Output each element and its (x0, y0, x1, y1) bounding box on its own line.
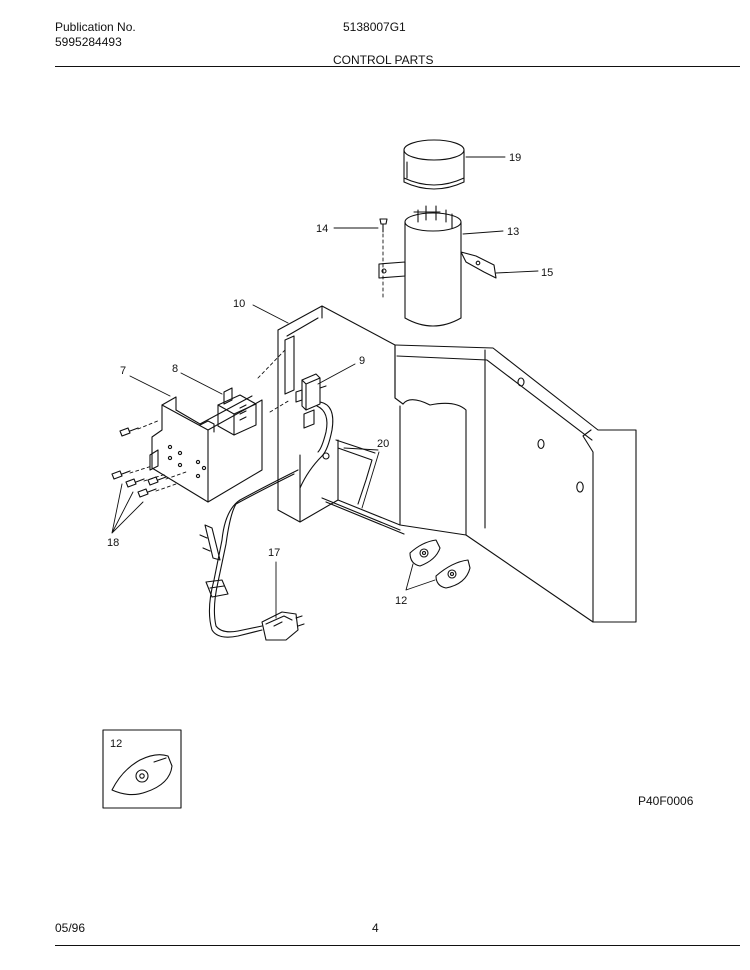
figure-code: P40F0006 (638, 794, 694, 808)
inset-box (102, 729, 182, 809)
callout-14: 14 (316, 223, 328, 235)
strap-screw (379, 218, 388, 233)
control-mount-panel (277, 305, 467, 536)
bulkhead-panel (394, 344, 637, 623)
callout-18: 18 (107, 537, 119, 549)
publication-number: 5995284493 (55, 35, 122, 49)
callout-12: 12 (395, 595, 407, 607)
footer-page-number: 4 (372, 921, 379, 935)
callout-7: 7 (120, 365, 126, 377)
capacitor-strap (378, 251, 497, 279)
rotary-switch (199, 387, 257, 436)
footer-date: 05/96 (55, 921, 86, 935)
cord-receptacle (295, 373, 327, 429)
wiring-harness (299, 401, 405, 535)
callout-17: 17 (268, 547, 280, 559)
callout-15: 15 (541, 267, 553, 279)
capacitor (404, 205, 462, 327)
header-rule (55, 66, 740, 67)
capacitor-cover (403, 139, 465, 190)
box-screws (111, 427, 167, 498)
callout-9: 9 (359, 355, 365, 367)
section-title: CONTROL PARTS (333, 53, 434, 67)
callout-8: 8 (172, 363, 178, 375)
callout-20: 20 (377, 438, 389, 450)
control-box (149, 395, 263, 503)
thermostat-clip (409, 539, 441, 567)
callout-10: 10 (233, 298, 245, 310)
model-number: 5138007G1 (343, 20, 406, 34)
power-cord (199, 469, 299, 638)
footer-rule (55, 945, 740, 946)
callout-19: 19 (509, 152, 521, 164)
thermostat-clip-2 (435, 559, 471, 589)
inset-callout-12: 12 (110, 738, 122, 750)
power-plug (261, 611, 305, 641)
publication-label: Publication No. (55, 20, 136, 34)
callout-13: 13 (507, 226, 519, 238)
leader-lines (111, 156, 539, 619)
